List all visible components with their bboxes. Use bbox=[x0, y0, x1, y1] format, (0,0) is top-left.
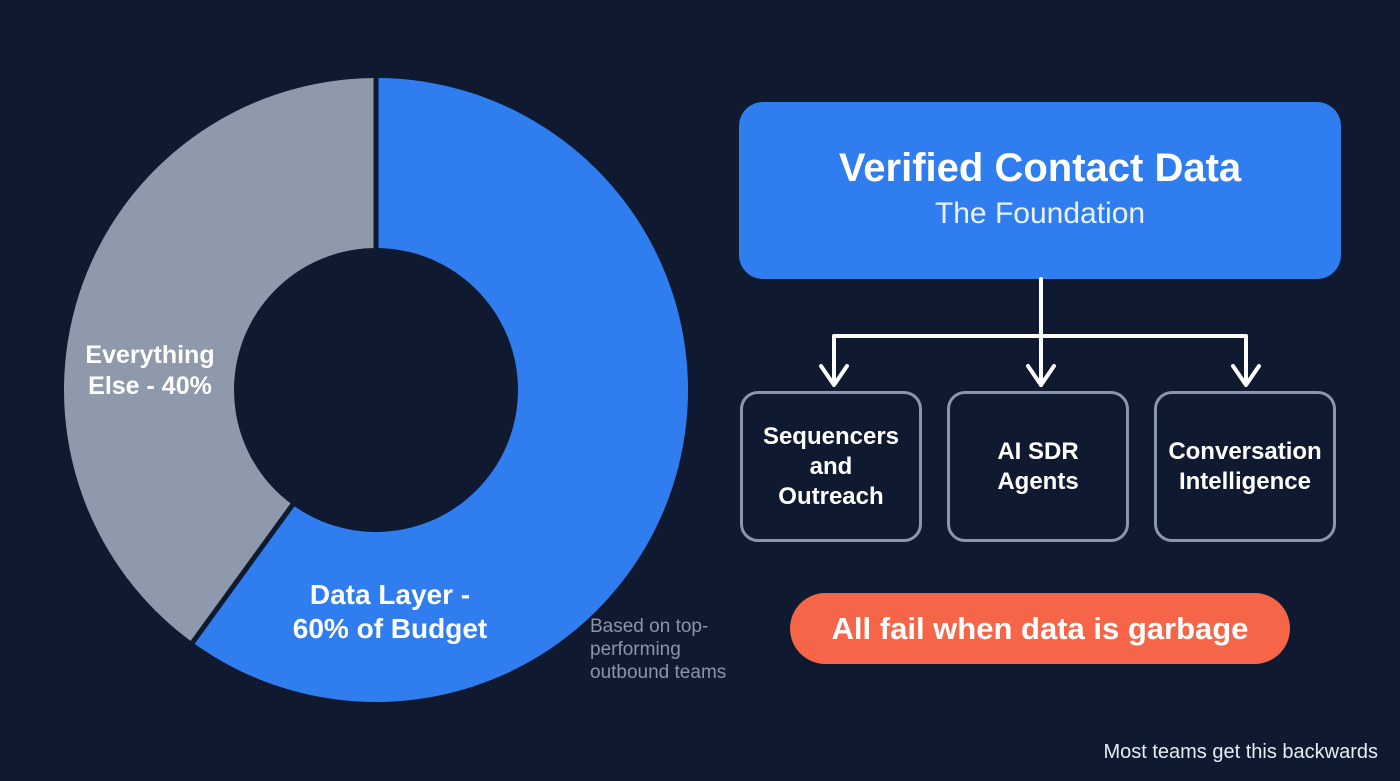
donut-slice-data-layer bbox=[192, 78, 688, 702]
root-node-title: Verified Contact Data bbox=[838, 146, 1242, 190]
label-line: Everything bbox=[85, 341, 215, 369]
warning-pill: All fail when data is garbage bbox=[790, 593, 1290, 664]
child-node-label: AI SDR Agents bbox=[997, 437, 1079, 495]
child-node-conversation-intelligence: Conversation Intelligence bbox=[1154, 391, 1336, 542]
slice-separator bbox=[189, 501, 296, 646]
arrow-down-icon bbox=[1231, 364, 1261, 387]
donut-chart bbox=[63, 76, 688, 702]
child-node-ai-sdr-agents: AI SDR Agents bbox=[947, 391, 1129, 542]
warning-label: All fail when data is garbage bbox=[831, 610, 1249, 646]
slice-label-everything-else: Everything Else - 40% bbox=[60, 340, 240, 401]
arrow-down-icon bbox=[819, 364, 849, 387]
slice-label-data-layer: Data Layer - 60% of Budget bbox=[250, 578, 530, 646]
child-node-label: Sequencers and Outreach bbox=[762, 422, 900, 510]
root-node-subtitle: The Foundation bbox=[934, 197, 1146, 230]
child-node-label: Conversation Intelligence bbox=[1168, 437, 1322, 495]
root-node-verified-contact-data: Verified Contact Data The Foundation bbox=[739, 102, 1341, 279]
label-line: 60% of Budget bbox=[292, 613, 488, 645]
donut-slice-everything-else bbox=[63, 78, 377, 643]
footer-caption: Most teams get this backwards bbox=[1103, 741, 1378, 763]
label-line: Else - 40% bbox=[88, 371, 212, 400]
label-line: Data Layer - bbox=[309, 579, 471, 610]
chart-annotation: Based on top-performing outbound teams bbox=[590, 616, 727, 683]
connector-branch bbox=[832, 334, 1248, 386]
child-node-sequencers: Sequencers and Outreach bbox=[740, 391, 922, 542]
arrow-down-icon bbox=[1026, 364, 1056, 387]
